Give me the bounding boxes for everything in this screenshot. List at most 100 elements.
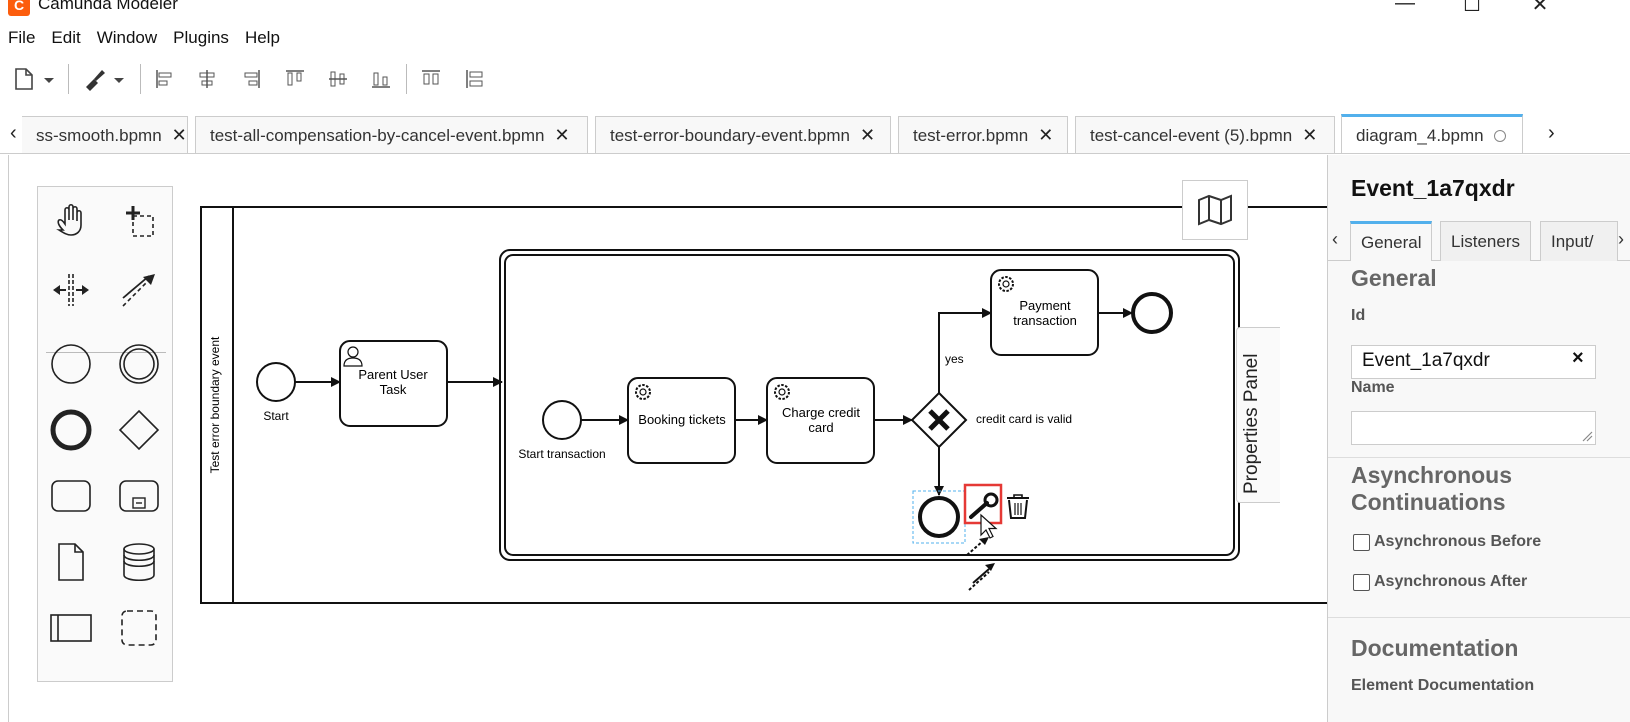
new-file-button[interactable] xyxy=(10,66,58,92)
properties-panel: Event_1a7qxdr ‹ General Listeners Input/… xyxy=(1327,155,1630,722)
maximize-button[interactable]: ☐ xyxy=(1463,0,1481,16)
tab-listeners[interactable]: Listeners xyxy=(1440,221,1531,261)
delete-button[interactable] xyxy=(1007,494,1029,519)
properties-tab-scroll-left[interactable]: ‹ xyxy=(1332,229,1338,249)
tab-ss-smooth[interactable]: ss-smooth.bpmn ✕ xyxy=(22,116,188,153)
create-gateway[interactable] xyxy=(114,405,164,455)
parent-user-task[interactable]: Parent User Task xyxy=(339,340,448,427)
tab-test-all-compensation[interactable]: test-all-compensation-by-cancel-event.bp… xyxy=(195,116,588,153)
async-before-checkbox[interactable] xyxy=(1353,533,1370,551)
lasso-tool[interactable] xyxy=(114,197,164,247)
align-bottom-button[interactable] xyxy=(368,66,394,92)
name-input[interactable] xyxy=(1351,411,1596,445)
align-center-button[interactable] xyxy=(194,66,220,92)
documentation-section-title: Documentation xyxy=(1351,635,1519,661)
tab-general[interactable]: General xyxy=(1350,221,1433,261)
menu-plugins[interactable]: Plugins xyxy=(173,28,229,47)
task-label-line2: card xyxy=(808,420,833,435)
align-right-button[interactable] xyxy=(238,66,264,92)
tab-scroll-left-button[interactable]: ‹ xyxy=(10,122,17,144)
close-tab-icon[interactable]: ✕ xyxy=(1038,125,1054,145)
space-tool[interactable] xyxy=(46,265,96,315)
minimap-toggle-button[interactable] xyxy=(1182,180,1248,240)
properties-tab-scroll-right[interactable]: › xyxy=(1618,229,1624,249)
start-event-label: Start xyxy=(263,409,289,423)
tab-diagram-4[interactable]: diagram_4.bpmn xyxy=(1341,114,1523,153)
tab-label: diagram_4.bpmn xyxy=(1356,125,1484,145)
end-event[interactable] xyxy=(1131,292,1173,334)
close-window-button[interactable]: ✕ xyxy=(1531,0,1549,16)
id-input[interactable]: Event_1a7qxdr xyxy=(1351,345,1596,379)
map-icon xyxy=(1198,194,1232,226)
task-label-line2: transaction xyxy=(1013,313,1077,328)
trash-icon xyxy=(1007,494,1029,519)
charge-credit-card-task[interactable]: Charge credit card xyxy=(766,377,875,464)
connect-icon xyxy=(122,274,155,307)
intermediate-event-icon xyxy=(119,344,159,384)
menu-help[interactable]: Help xyxy=(244,28,280,47)
diagram-canvas[interactable]: Test error boundary event Start Parent U… xyxy=(8,155,1328,722)
distribute-horizontal-button[interactable] xyxy=(418,66,444,92)
create-pool[interactable] xyxy=(46,603,96,653)
align-middle-button[interactable] xyxy=(325,66,351,92)
pool-icon xyxy=(50,614,92,642)
create-data-store[interactable] xyxy=(114,537,164,587)
close-tab-icon[interactable]: ✕ xyxy=(171,125,187,145)
close-tab-icon[interactable]: ✕ xyxy=(1302,125,1318,145)
create-subprocess[interactable] xyxy=(114,471,164,521)
tab-test-error[interactable]: test-error.bpmn ✕ xyxy=(898,116,1068,153)
file-tabs: ‹ ss-smooth.bpmn ✕ test-all-compensation… xyxy=(0,110,1630,154)
id-label: Id xyxy=(1351,307,1366,324)
connect-button[interactable] xyxy=(966,537,989,556)
camunda-logo-icon: C xyxy=(8,0,30,16)
menu-file[interactable]: File xyxy=(8,28,36,47)
start-event[interactable] xyxy=(256,362,296,402)
payment-transaction-task[interactable]: Payment transaction xyxy=(990,269,1099,356)
async-after-row: Asynchronous After xyxy=(1353,573,1527,591)
hand-tool[interactable] xyxy=(46,197,96,247)
data-store-icon xyxy=(123,543,155,582)
create-intermediate-event[interactable] xyxy=(114,339,164,389)
create-end-event[interactable] xyxy=(46,405,96,455)
close-tab-icon[interactable]: ✕ xyxy=(554,125,570,145)
align-top-button[interactable] xyxy=(282,66,308,92)
create-group[interactable] xyxy=(114,603,164,653)
create-data-object[interactable] xyxy=(46,537,96,587)
align-center-icon xyxy=(199,70,215,88)
selected-end-event[interactable] xyxy=(912,490,966,544)
subprocess-icon xyxy=(119,480,159,512)
properties-tabs: ‹ General Listeners Input/ › xyxy=(1328,221,1630,261)
properties-panel-toggle[interactable]: Properties Panel xyxy=(1236,327,1280,503)
tab-scroll-right-button[interactable]: › xyxy=(1548,122,1555,144)
tab-test-error-boundary-event[interactable]: test-error-boundary-event.bpmn ✕ xyxy=(595,116,891,153)
menu-window[interactable]: Window xyxy=(96,28,158,47)
space-icon xyxy=(53,274,89,306)
tab-test-cancel-event[interactable]: test-cancel-event (5).bpmn ✕ xyxy=(1075,116,1335,153)
data-object-icon xyxy=(58,543,84,581)
align-left-button[interactable] xyxy=(152,66,178,92)
color-brush-button[interactable] xyxy=(80,66,128,92)
hand-icon xyxy=(56,203,82,236)
bpmn-diagram: Test error boundary event Start Parent U… xyxy=(200,206,1328,604)
distribute-vertical-button[interactable] xyxy=(462,66,488,92)
start-transaction-event[interactable] xyxy=(542,400,582,440)
gateway-label: credit card is valid xyxy=(976,412,1072,426)
properties-panel-toggle-label: Properties Panel xyxy=(1241,353,1262,494)
create-start-event[interactable] xyxy=(46,339,96,389)
clear-id-icon[interactable]: × xyxy=(1572,347,1584,369)
async-before-row: Asynchronous Before xyxy=(1353,533,1541,551)
window-title: Camunda Modeler xyxy=(38,0,178,13)
async-after-checkbox[interactable] xyxy=(1353,573,1370,591)
align-right-icon xyxy=(244,70,260,88)
minimize-button[interactable]: — xyxy=(1395,0,1415,14)
create-task[interactable] xyxy=(46,471,96,521)
close-tab-icon[interactable]: ✕ xyxy=(860,125,876,145)
global-connect-tool[interactable] xyxy=(114,265,164,315)
tab-input-output[interactable]: Input/ xyxy=(1540,221,1618,261)
booking-tickets-task[interactable]: Booking tickets xyxy=(627,377,736,464)
menu-edit[interactable]: Edit xyxy=(51,28,81,47)
append-connection-button[interactable] xyxy=(968,563,995,591)
general-section-title: General xyxy=(1351,265,1437,291)
sequence-flow-yes[interactable] xyxy=(938,308,992,393)
async-after-label: Asynchronous After xyxy=(1374,573,1528,590)
